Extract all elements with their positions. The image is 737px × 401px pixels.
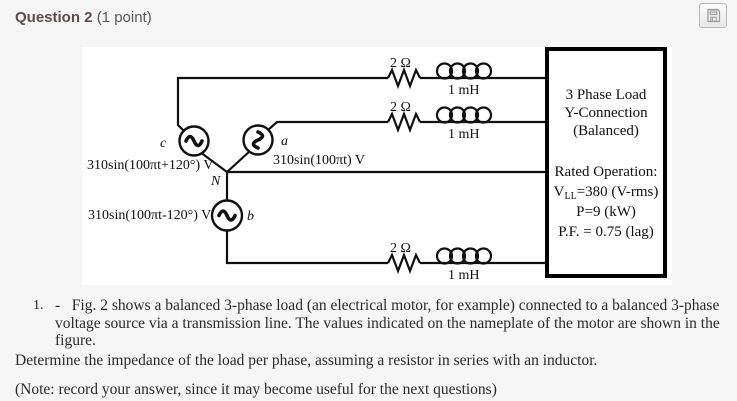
question-list-item: 1. - Fig. 2 shows a balanced 3-phase loa… — [0, 297, 737, 350]
question-title: Question 2 — [15, 9, 93, 26]
sine-icon — [217, 209, 237, 222]
voltage-c: 310sin(100πt+120°) V — [87, 158, 213, 173]
voltage-b: 310sin(100πt-120°) V — [88, 208, 211, 223]
resistor-value-bottom: 2 Ω — [390, 241, 411, 256]
load-line1: 3 Phase Load — [566, 87, 647, 103]
load-rated-title: Rated Operation: — [555, 164, 658, 180]
sine-icon — [251, 130, 265, 150]
load-line2: Y-Connection — [564, 105, 648, 121]
resistor-value-top: 2 Ω — [390, 56, 411, 71]
label-phase-c: c — [160, 136, 167, 151]
floppy-disk-icon — [706, 8, 720, 23]
load-vll: VLL=380 (V-rms) — [554, 184, 659, 202]
resistor-value-mid: 2 Ω — [390, 100, 411, 115]
circuit-figure: c a b N 310sin(100πt) V 310sin(100πt+120… — [82, 47, 672, 285]
label-phase-b: b — [247, 209, 254, 224]
load-line3: (Balanced) — [573, 123, 639, 139]
question-note: (Note: record your answer, since it may … — [15, 381, 497, 398]
sine-icon — [184, 134, 204, 148]
question-header: Question 2 (1 point) — [15, 9, 152, 26]
question-text: 1. - Fig. 2 shows a balanced 3-phase loa… — [0, 297, 737, 399]
load-power: P=9 (kW) — [576, 204, 636, 220]
inductor-value-mid: 1 mH — [448, 127, 480, 142]
question-prompt: Determine the impedance of the load per … — [15, 351, 598, 369]
inductor-value-top: 1 mH — [448, 83, 480, 98]
list-marker: 1. — [33, 298, 44, 313]
question-points: (1 point) — [96, 9, 152, 26]
label-neutral: N — [210, 174, 221, 189]
list-item-text: - Fig. 2 shows a balanced 3-phase load (… — [55, 297, 720, 349]
label-phase-a: a — [281, 134, 288, 149]
load-pf: P.F. = 0.75 (lag) — [558, 224, 654, 240]
load-box — [545, 47, 667, 278]
save-button[interactable] — [699, 3, 727, 28]
voltage-a: 310sin(100πt) V — [273, 153, 365, 168]
inductor-value-bottom: 1 mH — [448, 268, 480, 283]
three-phase-circuit-diagram: c a b N 310sin(100πt) V 310sin(100πt+120… — [87, 47, 667, 283]
wires — [176, 76, 548, 265]
